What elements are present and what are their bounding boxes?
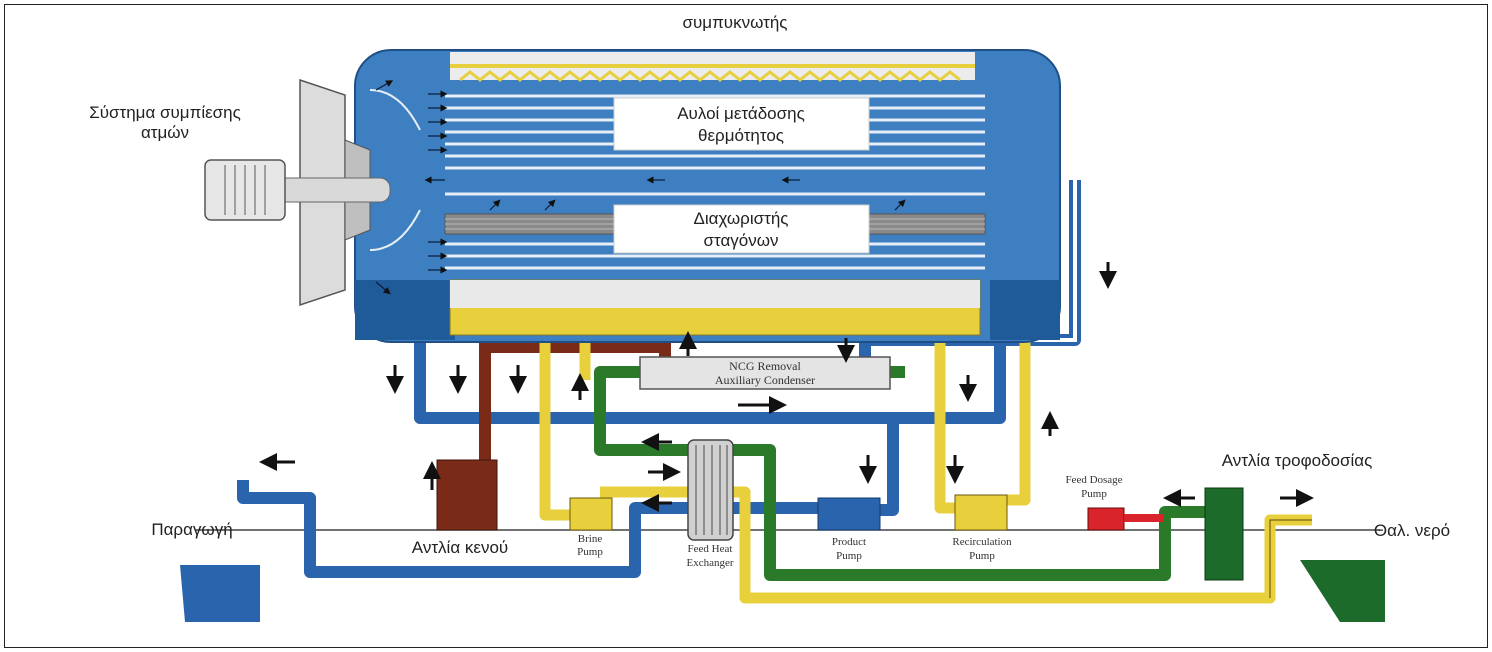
- separator-label-1: Διαχωριστής: [693, 209, 788, 228]
- recirc-pump-label-2: Pump: [969, 550, 995, 562]
- production-tank: [180, 565, 260, 622]
- sea-water-tank: [1300, 560, 1385, 622]
- feed-hx-label-1: Feed Heat: [688, 543, 733, 555]
- feed-pump-label: Αντλία τροφοδοσίας: [1222, 451, 1373, 470]
- sea-water-label: Θαλ. νερό: [1374, 521, 1450, 540]
- recirculation-pump: [954, 494, 1008, 531]
- brine-pump: [569, 497, 613, 531]
- feed-pump: [1204, 487, 1244, 581]
- vapor-compression-label-2: ατμών: [141, 123, 189, 142]
- ncg-label-1: NCG Removal: [729, 359, 801, 373]
- vapor-compression-label-1: Σύστημα συμπίεσης: [89, 103, 241, 122]
- product-pump-label-2: Pump: [836, 550, 862, 562]
- product-pump: [817, 497, 881, 531]
- sump-band: [450, 280, 980, 308]
- yellow-pipe-outline: [1269, 519, 1312, 598]
- flow-arrows: [259, 80, 1314, 512]
- feed-heat-exchanger: [687, 439, 734, 541]
- ncg-removal-condenser: [639, 356, 891, 390]
- heat-tubes-label-box: [613, 97, 870, 151]
- vessel-bottom-right: [990, 280, 1060, 340]
- separator-label-box: [613, 204, 870, 254]
- condenser-label: συμπυκνωτής: [682, 13, 787, 32]
- product-pump-label-1: Product: [832, 536, 866, 548]
- ncg-label-2: Auxiliary Condenser: [715, 373, 815, 387]
- vapor-compressor: [204, 78, 391, 307]
- feed-dosage-label-2: Pump: [1081, 488, 1107, 500]
- vacuum-pipe: [479, 341, 671, 500]
- production-label: Παραγωγή: [151, 520, 232, 539]
- spray-nozzles: [459, 70, 961, 82]
- vacuum-pump-label: Αντλία κενού: [412, 538, 508, 557]
- vacuum-pump: [436, 459, 498, 531]
- brine-pump-label-2: Pump: [577, 546, 603, 558]
- feed-dosage-pump: [1087, 507, 1125, 531]
- heat-tubes-label-1: Αυλοί μετάδοσης: [677, 104, 805, 123]
- recirc-pump-label-1: Recirculation: [952, 536, 1012, 548]
- feed-hx-label-2: Exchanger: [686, 557, 733, 569]
- green-feed-pipe: [594, 366, 1205, 581]
- brine-pump-label-1: Brine: [578, 533, 603, 545]
- vessel-bottom-left: [355, 280, 455, 340]
- separator-label-2: σταγόνων: [703, 231, 778, 250]
- feed-dosage-label-1: Feed Dosage: [1065, 474, 1122, 486]
- heat-tubes-label-2: θερμότητος: [698, 126, 784, 145]
